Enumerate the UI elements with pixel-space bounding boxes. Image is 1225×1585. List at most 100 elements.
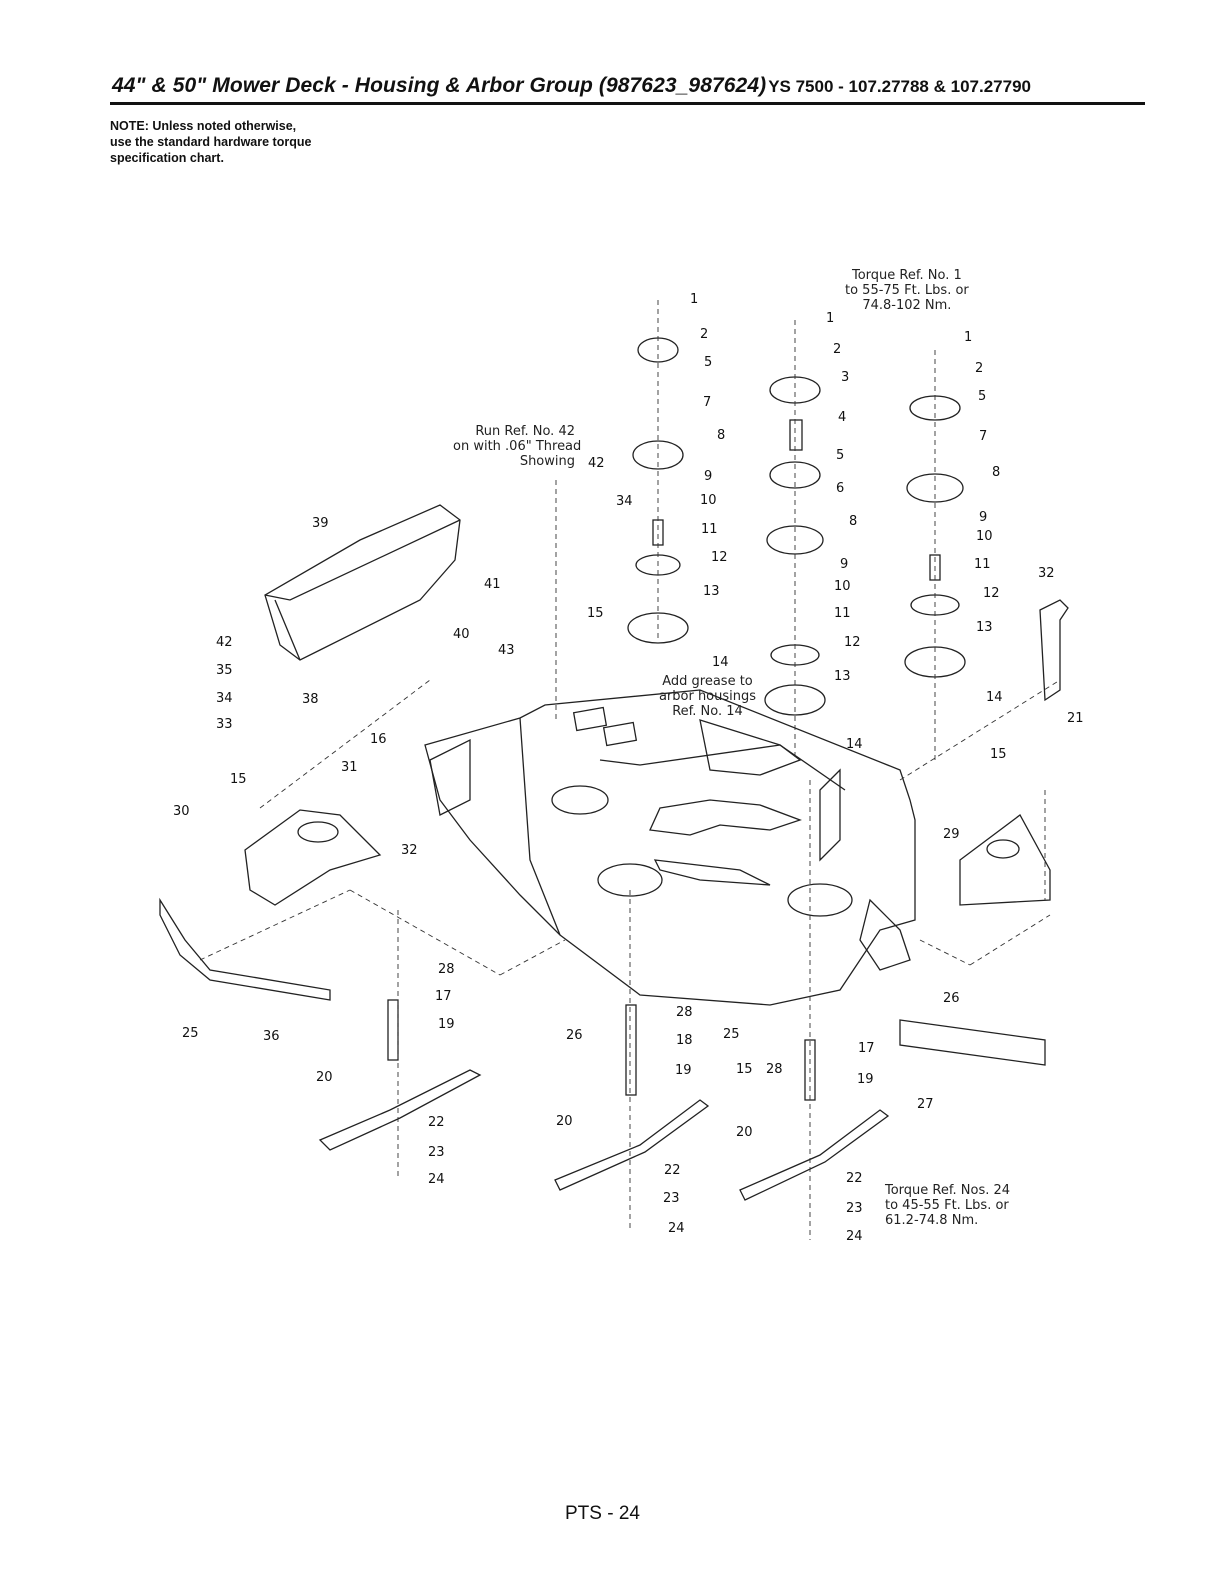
part-label-19b: 19	[675, 1063, 692, 1078]
page-number: PTS - 24	[565, 1503, 640, 1524]
part-label-24a: 24	[428, 1172, 445, 1187]
part-label-42a: 42	[588, 456, 605, 471]
belt-cover	[264, 504, 461, 661]
part-label-2a: 2	[700, 327, 708, 342]
note-line-3: specification chart.	[110, 151, 224, 165]
part-label-43: 43	[498, 643, 515, 658]
front-bumper-right	[899, 1019, 1046, 1066]
part-label-8a: 8	[717, 428, 725, 443]
part-label-5c: 5	[978, 389, 986, 404]
discharge-cover-right	[959, 814, 1051, 906]
part-label-23b: 23	[663, 1191, 680, 1206]
diagram-title: 44" & 50" Mower Deck - Housing & Arbor G…	[112, 74, 767, 97]
bracket-right	[1039, 599, 1069, 702]
part-label-32a: 32	[401, 843, 418, 858]
part-label-25a: 25	[182, 1026, 199, 1041]
part-label-7b: 7	[979, 429, 987, 444]
part-label-35: 35	[216, 663, 233, 678]
part-label-15b: 15	[230, 772, 247, 787]
part-label-31: 31	[341, 760, 358, 775]
part-label-34a: 34	[616, 494, 633, 509]
part-label-11a: 11	[701, 522, 718, 537]
part-label-32b: 32	[1038, 566, 1055, 581]
part-label-24c: 24	[846, 1229, 863, 1244]
part-label-9c: 9	[979, 510, 987, 525]
front-bumper-left	[159, 897, 331, 1001]
part-label-6: 6	[836, 481, 844, 496]
part-label-28c: 28	[766, 1062, 783, 1077]
part-label-14b: 14	[846, 737, 863, 752]
spindle-hole-right	[787, 883, 853, 917]
part-label-13b: 13	[834, 669, 851, 684]
part-label-15d: 15	[736, 1062, 753, 1077]
part-label-28b: 28	[676, 1005, 693, 1020]
part-label-15a: 15	[587, 606, 604, 621]
part-label-12b: 12	[844, 635, 861, 650]
blade-left	[318, 1069, 482, 1151]
part-label-12a: 12	[711, 550, 728, 565]
torque-callout-blade: Torque Ref. Nos. 24 to 45-55 Ft. Lbs. or…	[885, 1183, 1011, 1228]
part-label-30: 30	[173, 804, 190, 819]
part-label-17b: 17	[858, 1041, 875, 1056]
part-label-42b: 42	[216, 635, 233, 650]
part-label-23c: 23	[846, 1201, 863, 1216]
model-number: YS 7500 - 107.27788 & 107.27790	[768, 77, 1031, 96]
part-label-1b: 1	[826, 311, 834, 326]
part-label-7a: 7	[703, 395, 711, 410]
part-label-13c: 13	[976, 620, 993, 635]
part-label-36: 36	[263, 1029, 280, 1044]
part-label-38: 38	[302, 692, 319, 707]
part-label-16: 16	[370, 732, 387, 747]
spindle-hole-left	[551, 785, 609, 815]
part-label-18: 18	[676, 1033, 693, 1048]
part-label-27: 27	[917, 1097, 934, 1112]
part-label-26b: 26	[943, 991, 960, 1006]
deck-baffle-right	[859, 898, 911, 971]
torque-note: NOTE: Unless noted otherwise, use the st…	[110, 118, 311, 166]
page-title: 44" & 50" Mower Deck - Housing & Arbor G…	[112, 74, 1152, 104]
part-label-28a: 28	[438, 962, 455, 977]
part-label-13a: 13	[703, 584, 720, 599]
part-label-14a: 14	[712, 655, 729, 670]
grease-callout: Add grease to arbor housings Ref. No. 14	[658, 674, 757, 719]
part-label-8c: 8	[992, 465, 1000, 480]
part-label-29: 29	[943, 827, 960, 842]
part-label-1a: 1	[690, 292, 698, 307]
part-label-10a: 10	[700, 493, 717, 508]
part-label-5b: 5	[836, 448, 844, 463]
part-label-26a: 26	[566, 1028, 583, 1043]
part-label-22b: 22	[664, 1163, 681, 1178]
part-label-12c: 12	[983, 586, 1000, 601]
part-label-9a: 9	[704, 469, 712, 484]
deck-housing	[424, 689, 916, 1006]
part-label-9b: 9	[840, 557, 848, 572]
part-label-8b: 8	[849, 514, 857, 529]
part-label-22c: 22	[846, 1171, 863, 1186]
note-line-2: use the standard hardware torque	[110, 135, 312, 149]
part-label-15c: 15	[990, 747, 1007, 762]
note-line-1: NOTE: Unless noted otherwise,	[110, 119, 297, 133]
part-label-33: 33	[216, 717, 233, 732]
part-label-5a: 5	[704, 355, 712, 370]
part-label-2b: 2	[833, 342, 841, 357]
part-label-2c: 2	[975, 361, 983, 376]
part-label-23a: 23	[428, 1145, 445, 1160]
part-label-10c: 10	[976, 529, 993, 544]
part-label-21: 21	[1067, 711, 1084, 726]
part-label-20a: 20	[316, 1070, 333, 1085]
spindle-hole-center	[597, 863, 663, 897]
part-label-34b: 34	[216, 691, 233, 706]
run-on-callout: Run Ref. No. 42 on with .06" Thread Show…	[453, 424, 582, 469]
part-label-24b: 24	[668, 1221, 685, 1236]
part-label-40: 40	[453, 627, 470, 642]
part-label-1c: 1	[964, 330, 972, 345]
part-label-20b: 20	[556, 1114, 573, 1129]
part-label-39: 39	[312, 516, 329, 531]
part-label-19a: 19	[438, 1017, 455, 1032]
part-label-19c: 19	[857, 1072, 874, 1087]
part-label-14c: 14	[986, 690, 1003, 705]
part-label-3: 3	[841, 370, 849, 385]
blade-right	[739, 1109, 890, 1201]
discharge-cover-left	[244, 809, 382, 906]
